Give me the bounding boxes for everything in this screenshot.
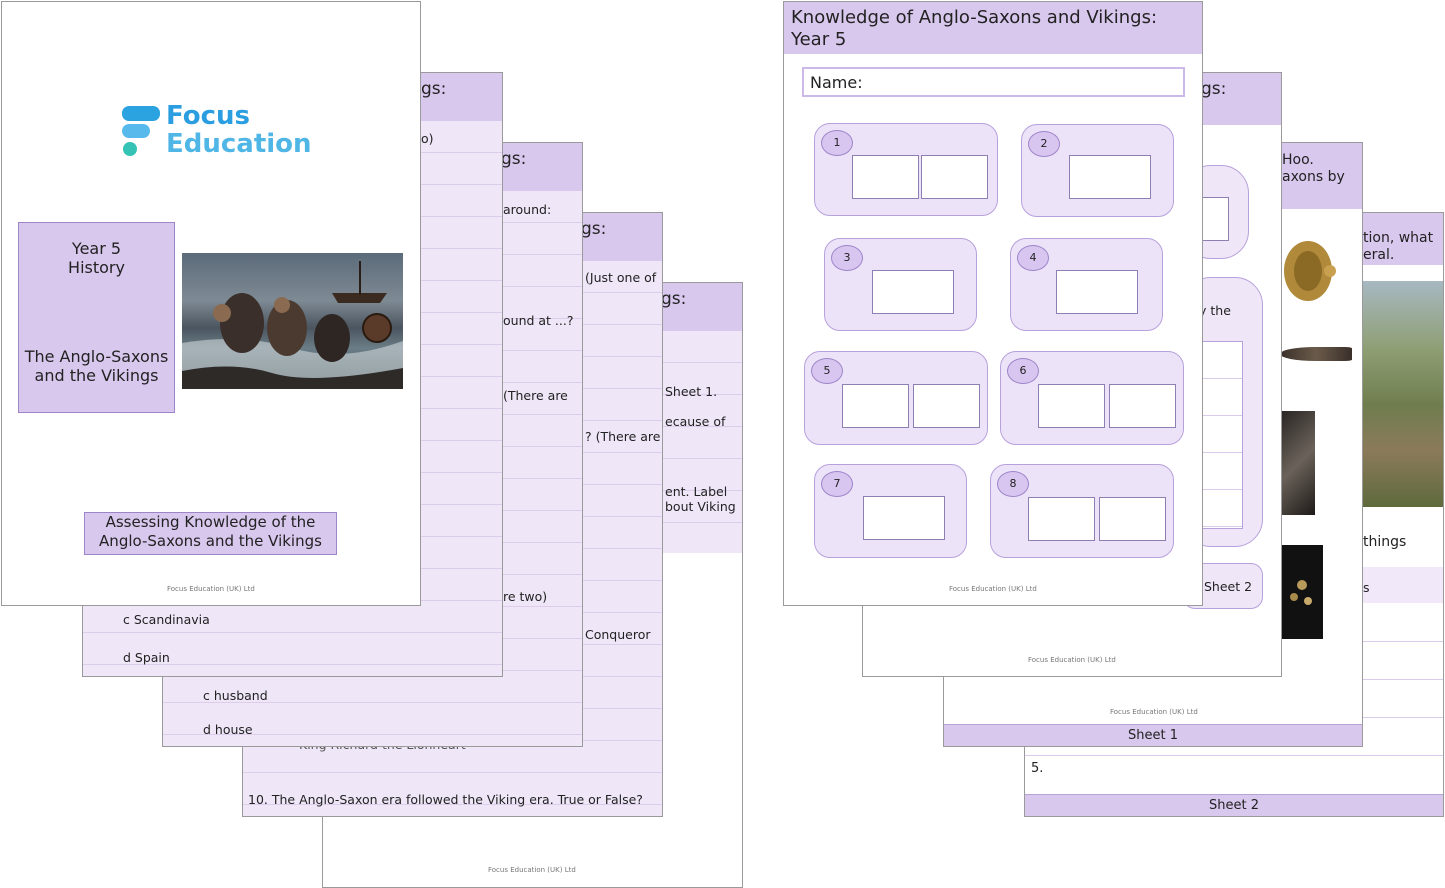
text-fragment: Conqueror <box>585 627 651 642</box>
box-number: 2 <box>1028 131 1060 157</box>
answer-box-2: 2 <box>1021 124 1174 217</box>
text-fragment: (There are <box>503 388 568 403</box>
name-label: Name: <box>810 73 863 92</box>
answer-box-3: 3 <box>824 238 977 331</box>
text-fragment: eral. <box>1363 247 1395 263</box>
box-number: 3 <box>831 245 863 271</box>
brooch-image <box>1282 235 1338 307</box>
box-number: 7 <box>821 471 853 497</box>
coins-image <box>1282 545 1323 639</box>
name-field[interactable]: Name: <box>802 67 1185 97</box>
text-fragment: (Just one of <box>585 270 657 285</box>
page-footer: Focus Education (UK) Ltd <box>167 585 255 593</box>
header-fragment: gs: <box>1201 79 1227 99</box>
text-fragment: things <box>1363 534 1407 550</box>
box-number: 5 <box>811 358 843 384</box>
page-footer: Focus Education (UK) Ltd <box>949 585 1037 593</box>
answer-field[interactable] <box>1028 497 1095 541</box>
text-fragment: ent. Label <box>665 484 728 499</box>
answer-box-7: 7 <box>814 464 967 558</box>
text-fragment: axons by <box>1282 169 1345 185</box>
box-number: 8 <box>997 471 1029 497</box>
answer-field[interactable] <box>842 384 909 428</box>
answer-field[interactable] <box>1038 384 1105 428</box>
header-fragment: gs: <box>501 149 527 169</box>
box-number: 1 <box>821 130 853 156</box>
answer-box-8: 8 <box>990 464 1174 558</box>
worksheet-page: Knowledge of Anglo-Saxons and Vikings: Y… <box>783 1 1203 606</box>
answer-field[interactable] <box>872 270 954 314</box>
option-c: c Scandinavia <box>123 612 210 627</box>
cover-year: Year 5 <box>71 239 122 258</box>
logo-mark-icon <box>122 106 160 156</box>
answer-box-1: 1 <box>814 123 998 216</box>
worksheet-title-line2: Year 5 <box>791 29 847 50</box>
sheet-label: Sheet 2 <box>1204 579 1253 594</box>
answer-field[interactable] <box>1099 497 1166 541</box>
cover-title-box: Year 5 History The Anglo-Saxons and the … <box>18 222 175 413</box>
box-number: 4 <box>1017 245 1049 271</box>
worksheet-header: Knowledge of Anglo-Saxons and Vikings: Y… <box>784 2 1202 54</box>
box-number: 6 <box>1007 358 1039 384</box>
answer-field[interactable] <box>913 384 980 428</box>
row-5-label: 5. <box>1031 761 1044 776</box>
sheet-label-bar: Sheet 2 <box>1025 794 1443 816</box>
worksheet-title-line1: Knowledge of Anglo-Saxons and Vikings: <box>791 7 1158 28</box>
page-footer: Focus Education (UK) Ltd <box>1028 656 1116 664</box>
answer-box-6: 6 <box>1000 351 1184 445</box>
text-fragment: y the <box>1199 303 1231 318</box>
page-footer: Focus Education (UK) Ltd <box>488 866 576 874</box>
text-fragment: tion, what <box>1363 230 1434 246</box>
answer-box-5: 5 <box>804 351 988 445</box>
option-d: d house <box>203 722 253 737</box>
option-d: d Spain <box>123 650 170 665</box>
text-fragment: ecause of <box>665 414 726 429</box>
text-fragment: s <box>1363 580 1370 595</box>
text-fragment: Sheet 1. <box>665 384 718 399</box>
header-fragment: gs: <box>421 79 447 99</box>
viking-battle-image <box>182 253 403 389</box>
logo-text-education: Education <box>166 129 312 159</box>
cover-page: Focus Education Year 5 History The Anglo… <box>1 1 421 606</box>
option-c: c husband <box>203 688 268 703</box>
cover-banner-line2: Anglo-Saxons and the Vikings <box>99 532 322 550</box>
cover-topic-line2: and the Vikings <box>34 366 159 385</box>
sheet-label-bar: Sheet 1 <box>944 724 1362 746</box>
text-fragment: ? (There are <box>585 429 661 444</box>
question-10: 10. The Anglo-Saxon era followed the Vik… <box>248 792 643 807</box>
text-fragment: ound at ...? <box>503 313 574 328</box>
text-fragment: around: <box>503 202 552 217</box>
cover-banner-line1: Assessing Knowledge of the <box>105 513 316 531</box>
answer-field[interactable] <box>1109 384 1176 428</box>
sheet-label: Sheet 1 <box>1128 728 1178 743</box>
text-fragment: bout Viking <box>665 499 736 514</box>
sheet-label: Sheet 2 <box>1209 798 1259 813</box>
answer-field[interactable] <box>1056 270 1138 314</box>
cover-banner: Assessing Knowledge of the Anglo-Saxons … <box>84 512 337 555</box>
header-fragment: gs: <box>581 219 607 239</box>
answer-field[interactable] <box>852 155 919 199</box>
text-fragment: Hoo. <box>1282 152 1314 168</box>
cover-topic-line1: The Anglo-Saxons <box>24 347 169 366</box>
seax-knife-image <box>1280 347 1352 361</box>
village-image <box>1363 281 1443 507</box>
horn-image <box>1282 411 1315 515</box>
focus-education-logo: Focus Education <box>122 101 312 160</box>
answer-field[interactable] <box>1069 155 1151 199</box>
header-fragment: gs: <box>661 289 687 309</box>
logo-text-focus: Focus <box>166 101 250 131</box>
answer-field[interactable] <box>921 155 988 199</box>
answer-field[interactable] <box>863 496 945 540</box>
answer-box-4: 4 <box>1010 238 1163 331</box>
page-footer: Focus Education (UK) Ltd <box>1110 708 1198 716</box>
cover-subject: History <box>68 258 125 277</box>
text-fragment: o) <box>421 131 434 146</box>
text-fragment: re two) <box>503 589 548 604</box>
